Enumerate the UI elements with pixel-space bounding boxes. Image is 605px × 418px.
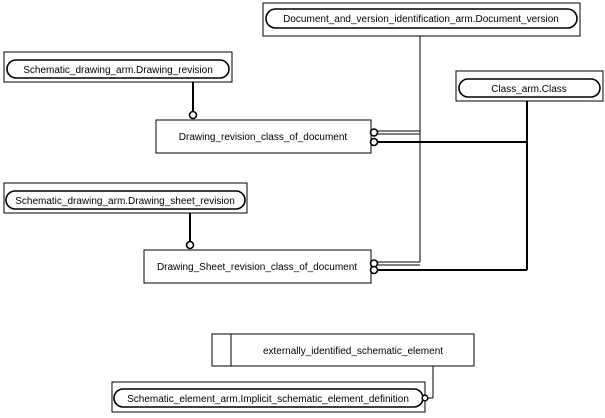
entity-pill [458, 78, 601, 98]
entity-label: Document_and_version_identification_arm.… [283, 14, 559, 25]
entity-label: Schematic_drawing_arm.Drawing_revision [23, 65, 213, 76]
entity-document-version[interactable]: Document_and_version_identification_arm.… [262, 2, 581, 37]
endpoint-circle [369, 128, 379, 137]
entity-drawing-revision[interactable]: Schematic_drawing_arm.Drawing_revision [3, 51, 233, 83]
endpoint-circle [369, 137, 379, 147]
entity-externally-identified-schematic-element[interactable]: externally_identified_schematic_element [211, 333, 475, 367]
entity-drawing-sheet-revision-class-of-document[interactable]: Drawing_Sheet_revision_class_of_document [143, 249, 372, 284]
endpoint-circle [185, 240, 195, 250]
entity-box [211, 333, 475, 367]
entity-pill [6, 59, 230, 79]
endpoint-circle [369, 265, 379, 275]
relationship-endpoints [185, 110, 429, 402]
entity-implicit-schematic-element-definition[interactable]: Schematic_element_arm.Implicit_schematic… [111, 381, 426, 413]
entity-drawing-revision-class-of-document[interactable]: Drawing_revision_class_of_document [155, 119, 372, 154]
entity-label: Schematic_element_arm.Implicit_schematic… [127, 394, 409, 405]
entity-pill [265, 8, 578, 29]
entity-label: Drawing_revision_class_of_document [179, 132, 348, 143]
entity-label: externally_identified_schematic_element [263, 346, 443, 357]
endpoint-circle [188, 110, 198, 120]
entity-pill [5, 190, 246, 210]
entity-class[interactable]: Class_arm.Class [455, 70, 604, 102]
entity-label: Class_arm.Class [491, 84, 567, 95]
entity-label: Drawing_Sheet_revision_class_of_document [157, 262, 357, 273]
entity-box [143, 249, 372, 284]
endpoint-circle [421, 394, 429, 402]
entity-label: Schematic_drawing_arm.Drawing_sheet_revi… [15, 196, 235, 207]
entity-drawing-sheet-revision[interactable]: Schematic_drawing_arm.Drawing_sheet_revi… [3, 182, 248, 214]
entity-box [155, 119, 372, 154]
